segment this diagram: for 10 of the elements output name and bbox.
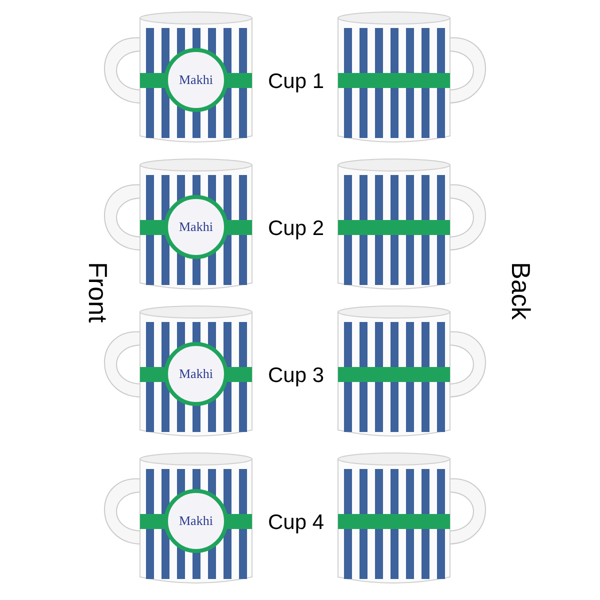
name-text: Makhi — [179, 219, 213, 235]
cup-label: Cup 2 — [268, 217, 324, 241]
name-text: Makhi — [179, 72, 213, 88]
side-label: Back — [505, 262, 536, 320]
cup-label: Cup 4 — [268, 511, 324, 535]
name-text: Makhi — [179, 366, 213, 382]
cup-label: Cup 1 — [268, 70, 324, 94]
name-text: Makhi — [179, 513, 213, 529]
cup-label: Cup 3 — [268, 364, 324, 388]
side-label: Front — [82, 262, 113, 323]
